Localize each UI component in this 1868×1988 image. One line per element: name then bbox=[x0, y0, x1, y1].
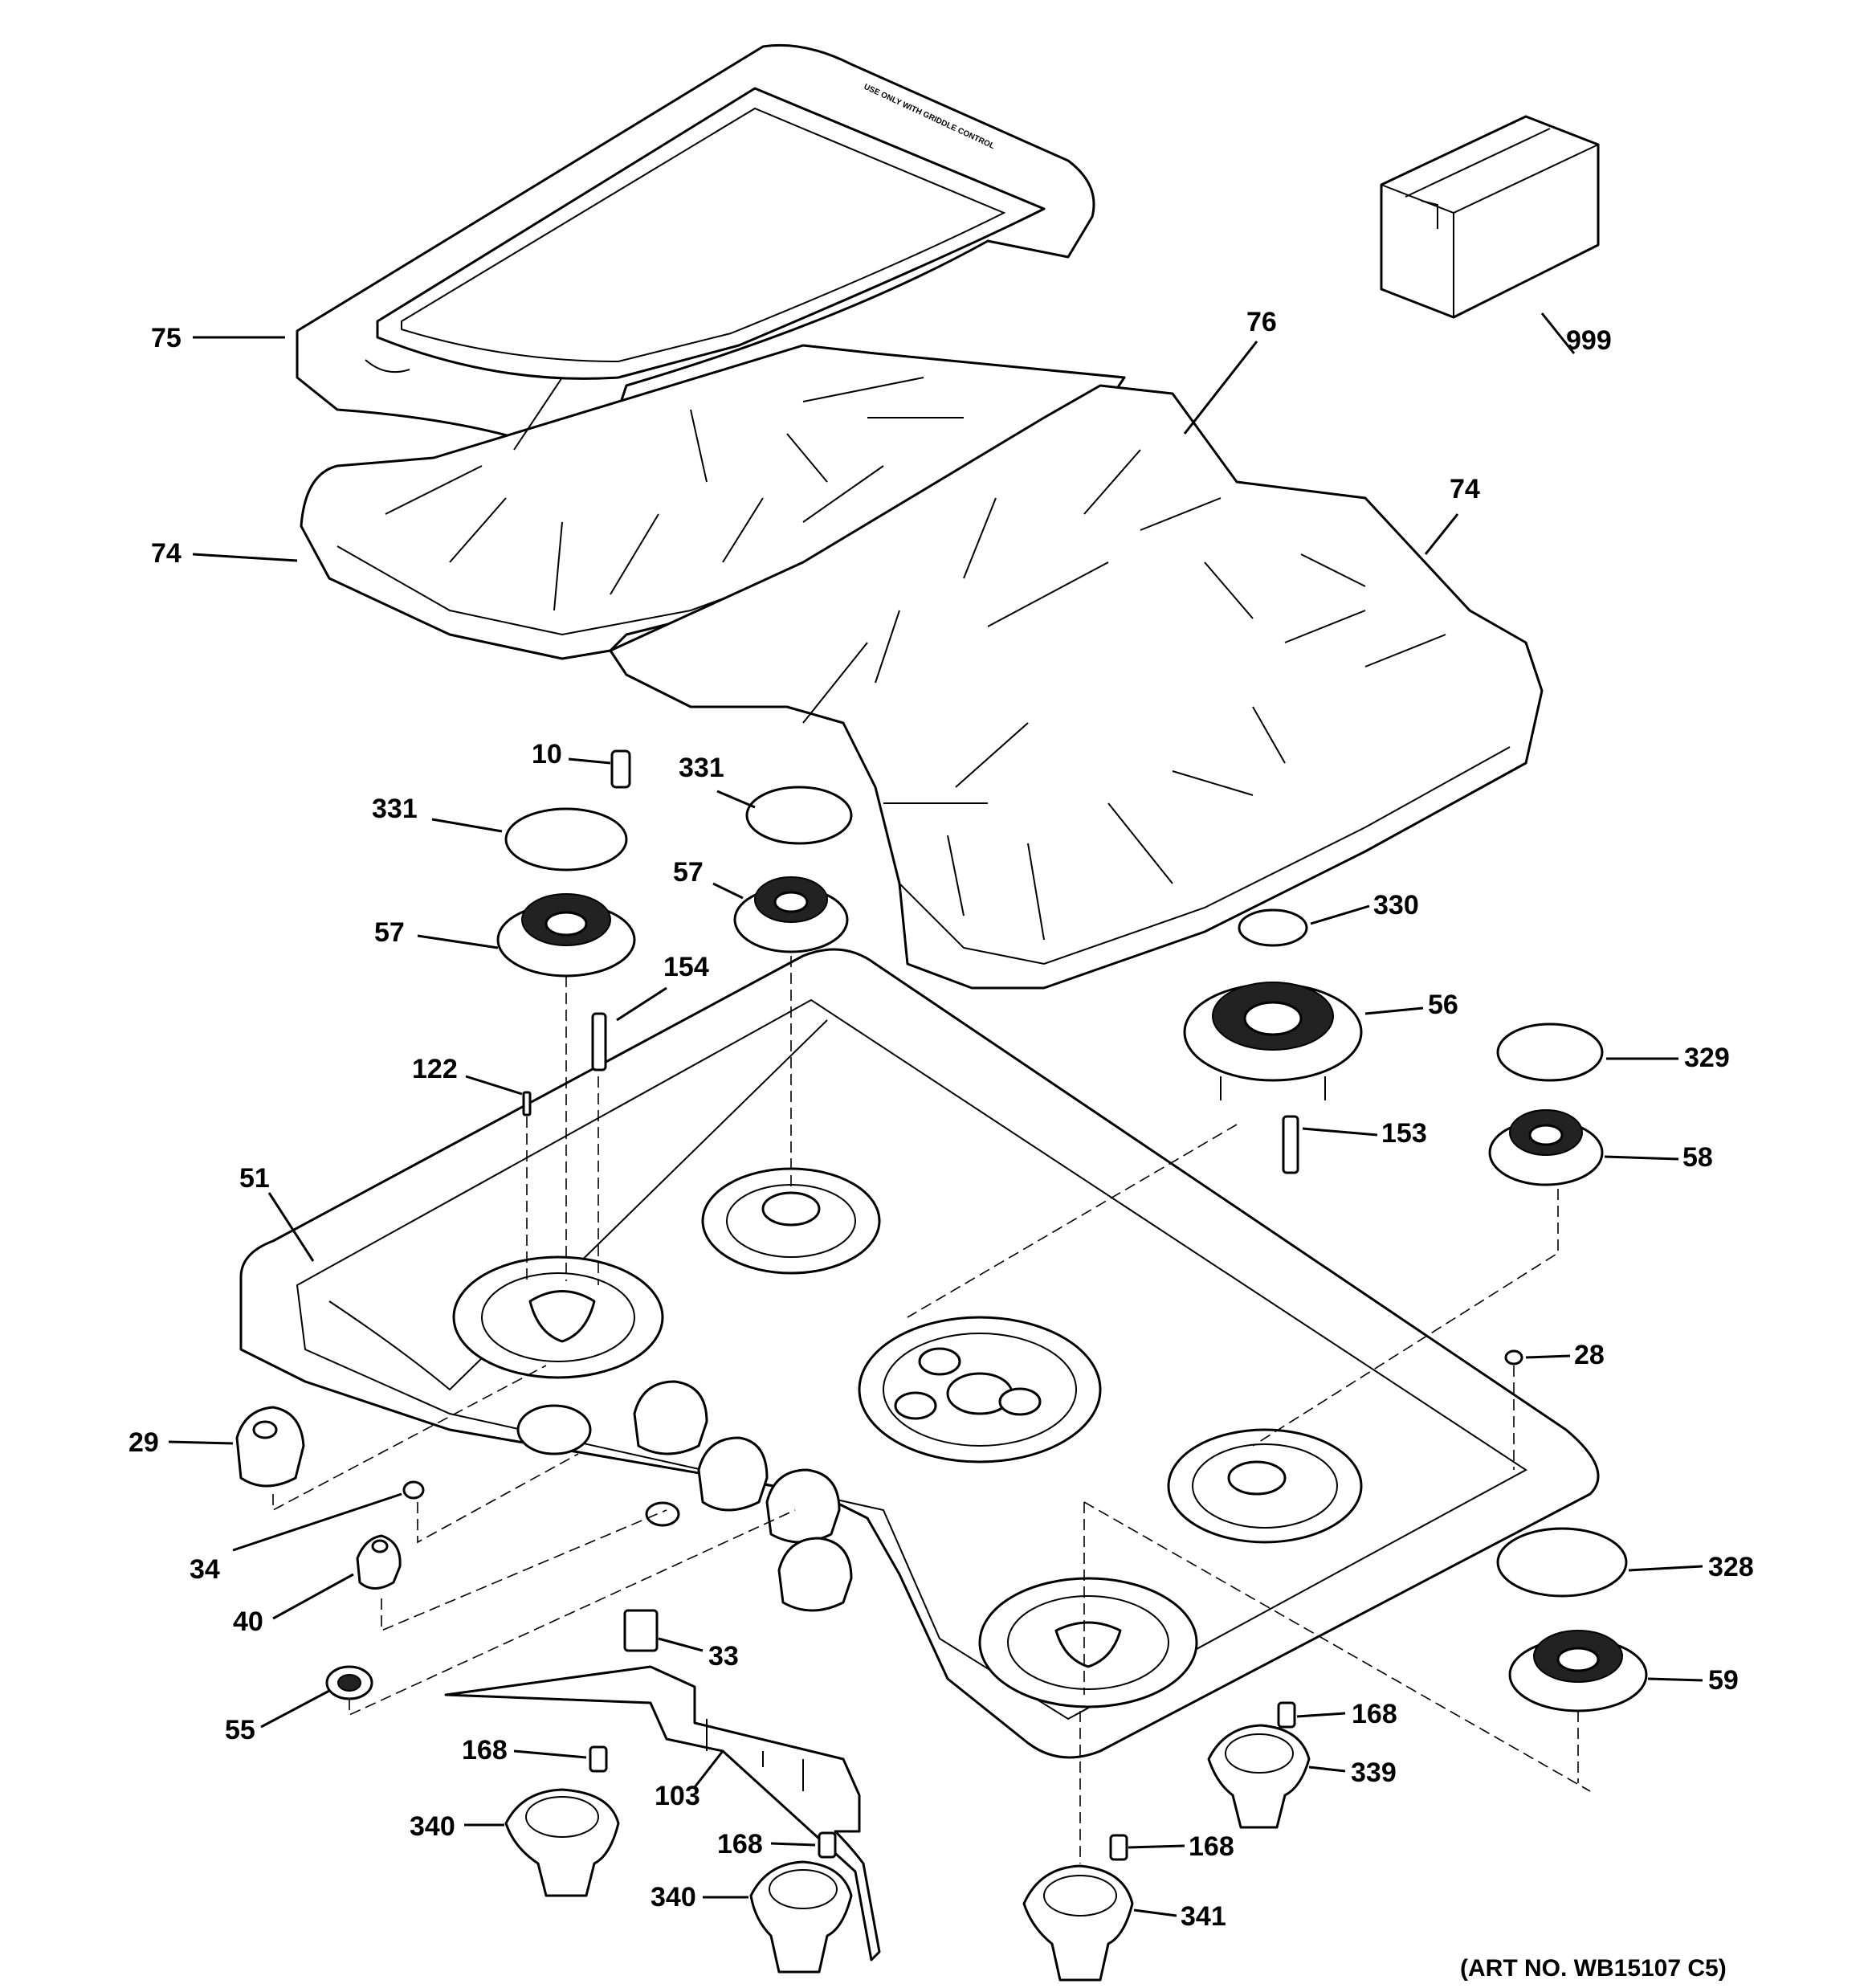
callout-56: 56 bbox=[1428, 990, 1458, 1020]
burner-ring-right-front bbox=[978, 1577, 1198, 1708]
callout-340-b: 340 bbox=[651, 1882, 696, 1912]
callout-75: 75 bbox=[151, 323, 181, 353]
callout-122: 122 bbox=[412, 1054, 458, 1084]
callout-168-c: 168 bbox=[1189, 1831, 1234, 1862]
callout-10: 10 bbox=[532, 739, 562, 769]
callout-339: 339 bbox=[1351, 1757, 1397, 1788]
plug-34 bbox=[402, 1480, 425, 1500]
callout-168-b: 168 bbox=[717, 1829, 763, 1859]
callout-29: 29 bbox=[128, 1427, 159, 1458]
callout-33: 33 bbox=[708, 1641, 739, 1672]
base-59 bbox=[1508, 1630, 1648, 1712]
clip-168-a bbox=[589, 1745, 608, 1773]
alignment-lines bbox=[272, 956, 1591, 1863]
callout-labels: 75 74 76 74 999 10 331 331 57 57 154 122… bbox=[128, 307, 1754, 1982]
clip-168-d bbox=[1277, 1701, 1296, 1729]
callout-28: 28 bbox=[1574, 1340, 1605, 1370]
callout-341: 341 bbox=[1181, 1901, 1226, 1932]
callout-76: 76 bbox=[1246, 307, 1277, 337]
callout-153: 153 bbox=[1381, 1118, 1427, 1149]
callout-329: 329 bbox=[1684, 1043, 1730, 1073]
left-grate-part bbox=[300, 344, 1126, 660]
manifold-103 bbox=[444, 1665, 881, 1961]
callout-74-left: 74 bbox=[151, 538, 181, 569]
screw-154 bbox=[591, 1012, 607, 1072]
screw-153 bbox=[1282, 1115, 1299, 1174]
callout-34: 34 bbox=[190, 1554, 220, 1585]
clip-168-b bbox=[818, 1831, 837, 1859]
callout-331-center: 331 bbox=[679, 753, 724, 783]
callout-57-center: 57 bbox=[673, 857, 704, 888]
ignitor-base-341 bbox=[1022, 1864, 1134, 1982]
callout-328: 328 bbox=[1708, 1552, 1754, 1582]
knob-29 bbox=[235, 1406, 305, 1488]
callout-999: 999 bbox=[1566, 325, 1612, 356]
callout-57-left: 57 bbox=[374, 917, 405, 948]
callout-103: 103 bbox=[655, 1781, 700, 1811]
burner-ring-left-rear bbox=[452, 1255, 664, 1379]
callout-168-a: 168 bbox=[462, 1735, 508, 1766]
cap-330 bbox=[1238, 908, 1308, 947]
callout-168-d: 168 bbox=[1352, 1699, 1397, 1729]
ignitor-base-339 bbox=[1207, 1724, 1311, 1829]
plug-28 bbox=[1504, 1349, 1523, 1365]
switch-33 bbox=[623, 1609, 659, 1652]
burner-ring-center-rear bbox=[701, 1167, 881, 1275]
leader-lines bbox=[168, 312, 1703, 1917]
screw-10 bbox=[610, 749, 631, 789]
callout-51: 51 bbox=[239, 1163, 270, 1194]
callout-330: 330 bbox=[1373, 890, 1419, 921]
cap-331-left bbox=[504, 807, 628, 872]
cap-331-center bbox=[745, 786, 853, 845]
clip-168-c bbox=[1109, 1834, 1128, 1861]
callout-331-left: 331 bbox=[372, 794, 418, 824]
base-56 bbox=[1183, 982, 1363, 1100]
ignitor-base-340-b bbox=[749, 1860, 853, 1974]
emblem-55 bbox=[325, 1665, 373, 1700]
center-right-grate-part bbox=[609, 384, 1544, 990]
burner-ring-right-rear bbox=[1167, 1428, 1363, 1544]
carton-part bbox=[1380, 115, 1600, 319]
callout-55: 55 bbox=[225, 1715, 255, 1745]
art-number: (ART NO. WB15107 C5) bbox=[1460, 1955, 1727, 1982]
callout-74-right: 74 bbox=[1450, 474, 1480, 504]
cap-329 bbox=[1496, 1023, 1604, 1082]
base-57-left bbox=[496, 893, 636, 978]
callout-154: 154 bbox=[663, 952, 709, 982]
base-58 bbox=[1488, 1109, 1604, 1186]
burner-ring-center bbox=[858, 1316, 1102, 1463]
control-panel-area bbox=[516, 1404, 680, 1527]
screw-122 bbox=[522, 1091, 532, 1116]
base-57-center bbox=[733, 876, 849, 953]
knob-40 bbox=[356, 1534, 402, 1590]
callout-58: 58 bbox=[1682, 1142, 1713, 1173]
callout-59: 59 bbox=[1708, 1665, 1739, 1696]
cooktop-part bbox=[239, 948, 1600, 1759]
cooktop-knobs bbox=[633, 1380, 853, 1612]
callout-340-a: 340 bbox=[410, 1811, 455, 1842]
ignitor-base-340-a bbox=[504, 1788, 620, 1897]
cap-328 bbox=[1496, 1527, 1628, 1598]
callout-40: 40 bbox=[233, 1606, 263, 1637]
